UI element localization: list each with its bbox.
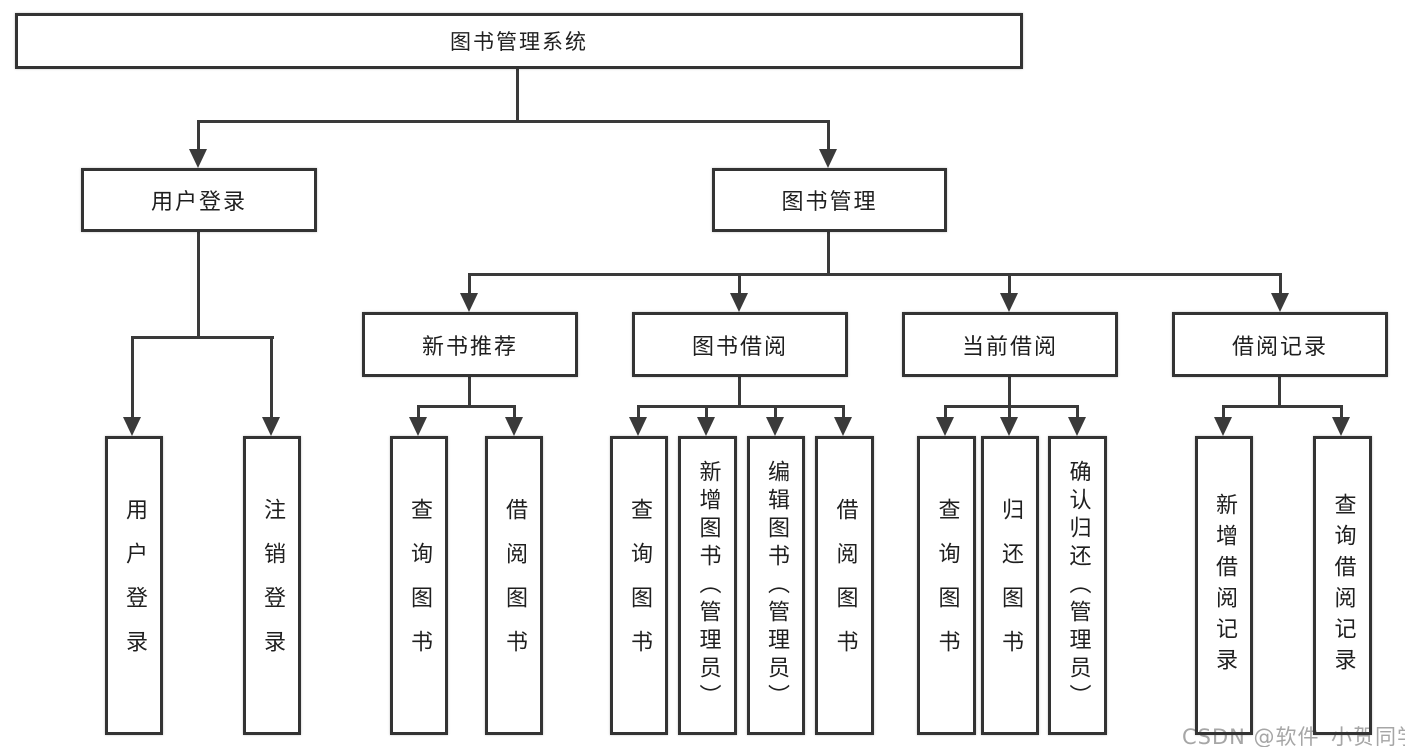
connector-book-borrow-stem xyxy=(738,377,741,408)
node-logout: 注销登录 xyxy=(243,436,301,735)
connector-new-book-stem xyxy=(468,377,471,408)
node-label: 用户登录 xyxy=(150,190,247,215)
node-confirm-return-admin: 确认归还（管理员） xyxy=(1048,436,1107,735)
arrow-to-user-login-leaf xyxy=(123,336,141,436)
node-label: 借阅图书 xyxy=(832,497,858,674)
node-user-login: 用户登录 xyxy=(105,436,163,735)
node-search-books-2: 查询图书 xyxy=(610,436,668,735)
connector-current-borrow-branch xyxy=(944,405,1079,408)
arrow-to-search-books-1 xyxy=(409,405,427,436)
arrow-to-search-books-2 xyxy=(629,405,647,436)
node-search-books-3: 查询图书 xyxy=(917,436,976,735)
node-label: 图书管理 xyxy=(781,190,878,215)
node-label: 借阅图书 xyxy=(502,497,527,674)
node-search-books-1: 查询图书 xyxy=(390,436,448,735)
arrow-to-borrow-books-2 xyxy=(834,405,852,436)
arrow-to-add-book xyxy=(697,405,715,436)
node-borrow-books-2: 借阅图书 xyxy=(815,436,874,735)
connector-book-mgmt-stem xyxy=(827,232,830,276)
node-label: 借阅记录 xyxy=(1231,334,1328,360)
arrow-to-add-borrow-record xyxy=(1214,405,1232,436)
node-label: 新书推荐 xyxy=(421,334,518,360)
connector-current-borrow-stem xyxy=(1008,377,1011,408)
connector-records-stem xyxy=(1278,377,1281,408)
connector-user-login-stem xyxy=(197,232,200,339)
arrow-to-logout-leaf xyxy=(262,336,280,436)
connector-book-mgmt-branch xyxy=(468,273,1282,276)
arrow-to-search-books-3 xyxy=(936,405,954,436)
node-label: 查询图书 xyxy=(627,497,652,674)
node-user-login-branch: 用户登录 xyxy=(81,168,317,232)
arrow-to-book-borrowing xyxy=(730,273,748,312)
node-label: 用户登录 xyxy=(122,497,147,674)
node-label: 归还图书 xyxy=(998,497,1023,674)
arrow-to-new-book-recommendation xyxy=(460,273,478,312)
arrow-to-return-books xyxy=(1000,405,1018,436)
arrow-to-confirm-return xyxy=(1068,405,1086,436)
node-label: 图书借阅 xyxy=(691,334,788,360)
arrow-to-borrow-books-1 xyxy=(505,405,523,436)
node-current-borrowing: 当前借阅 xyxy=(902,312,1118,377)
connector-book-borrow-branch xyxy=(637,405,845,408)
arrow-to-search-borrow-record xyxy=(1332,405,1350,436)
connector-user-login-branch xyxy=(132,336,274,339)
node-search-borrow-record: 查询借阅记录 xyxy=(1313,436,1372,735)
node-edit-book-admin: 编辑图书（管理员） xyxy=(747,436,805,735)
node-book-borrowing: 图书借阅 xyxy=(632,312,848,377)
node-new-book-recommendation: 新书推荐 xyxy=(362,312,578,377)
node-book-management: 图书管理 xyxy=(712,168,947,232)
node-label: 编辑图书（管理员） xyxy=(764,459,789,712)
node-add-borrow-record: 新增借阅记录 xyxy=(1195,436,1253,735)
node-label: 确认归还（管理员） xyxy=(1065,459,1091,712)
arrow-to-edit-book xyxy=(766,405,784,436)
node-label: 当前借阅 xyxy=(961,334,1058,360)
arrow-to-book-management xyxy=(819,120,837,168)
node-label: 查询图书 xyxy=(407,497,432,674)
node-library-management-system: 图书管理系统 xyxy=(15,13,1023,69)
connector-root-stem xyxy=(516,69,519,123)
node-label: 新增借阅记录 xyxy=(1212,492,1237,679)
connector-new-book-branch xyxy=(417,405,516,408)
connector-root-branch xyxy=(198,120,830,123)
node-label: 新增图书（管理员） xyxy=(695,459,721,712)
arrow-to-borrowing-records xyxy=(1271,273,1289,312)
node-label: 注销登录 xyxy=(260,497,285,674)
arrow-to-current-borrowing xyxy=(1000,273,1018,312)
node-label: 图书管理系统 xyxy=(450,30,588,54)
node-return-books: 归还图书 xyxy=(981,436,1039,735)
arrow-to-user-login-branch xyxy=(189,120,207,168)
csdn-watermark: CSDN @软件_小贺同学 xyxy=(1182,725,1405,747)
node-label: 查询图书 xyxy=(934,497,960,674)
node-borrowing-records: 借阅记录 xyxy=(1172,312,1388,377)
connector-records-branch xyxy=(1222,405,1343,408)
node-borrow-books-1: 借阅图书 xyxy=(485,436,543,735)
node-label: 查询借阅记录 xyxy=(1330,492,1356,679)
node-add-book-admin: 新增图书（管理员） xyxy=(678,436,737,735)
